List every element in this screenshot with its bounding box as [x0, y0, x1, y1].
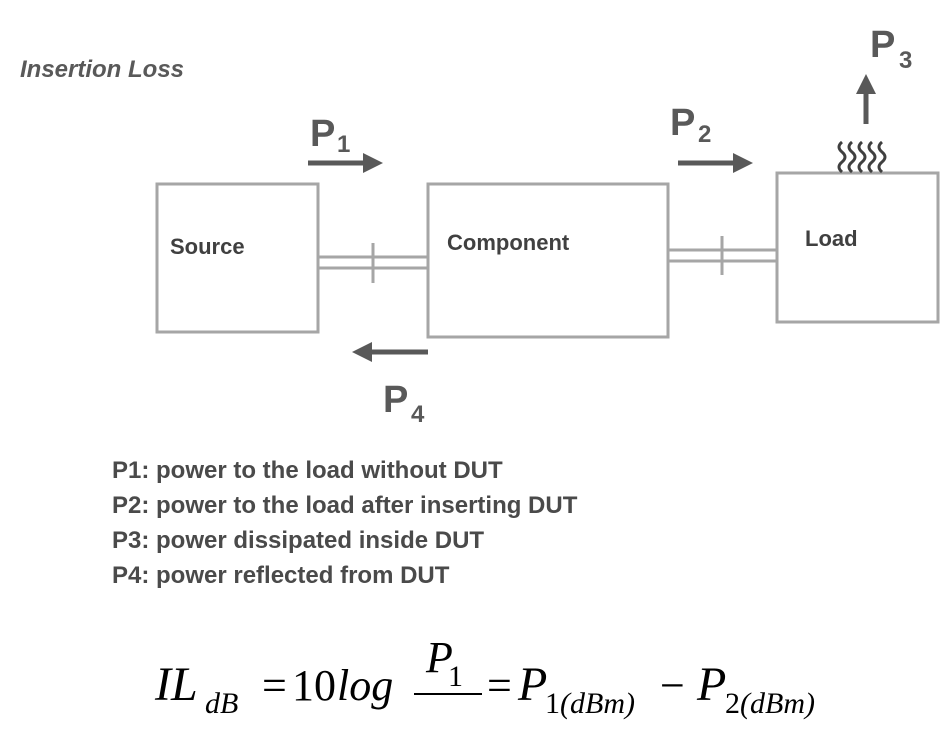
p3-power-flow: P 3	[837, 24, 912, 174]
p1-power-flow: P 1	[308, 113, 383, 173]
eq-equals-1: =	[262, 661, 287, 710]
eq-lhs: IL	[154, 658, 198, 711]
eq-term2: P	[696, 658, 726, 711]
definitions-list: P1: power to the load without DUT P2: po…	[112, 457, 578, 589]
heat-waves-icon	[837, 140, 887, 174]
load-block: Load	[775, 171, 940, 324]
eq-log: log	[337, 661, 393, 710]
transmission-line-right	[668, 236, 777, 275]
eq-term2-subscript-unit: (dBm)	[740, 687, 815, 720]
insertion-loss-equation: IL dB = 10 log P 1 = P 1 (dBm) − P 2 (dB…	[154, 633, 815, 720]
p3-subscript: 3	[899, 47, 912, 74]
p2-subscript: 2	[698, 121, 711, 148]
source-label: Source	[170, 234, 245, 259]
eq-term1-subscript-number: 1	[545, 687, 560, 720]
diagram-title: Insertion Loss	[20, 56, 184, 83]
p2-letter: P	[670, 102, 695, 144]
definition-p2: P2: power to the load after inserting DU…	[112, 492, 578, 519]
definition-p3: P3: power dissipated inside DUT	[112, 527, 484, 554]
load-label: Load	[805, 226, 858, 251]
eq-minus: −	[660, 661, 685, 710]
eq-equals-2: =	[487, 661, 512, 710]
p2-power-flow: P 2	[670, 102, 753, 173]
p1-letter: P	[310, 113, 335, 155]
component-box	[426, 182, 670, 339]
definition-p1: P1: power to the load without DUT	[112, 457, 503, 484]
eq-lhs-subscript: dB	[205, 687, 238, 720]
source-block: Source	[155, 182, 320, 334]
eq-term1-subscript-unit: (dBm)	[560, 687, 635, 720]
eq-term2-subscript-number: 2	[725, 687, 740, 720]
p4-letter: P	[383, 379, 408, 421]
component-label: Component	[447, 230, 570, 255]
p4-power-flow: P 4	[352, 342, 428, 428]
eq-coefficient: 10	[292, 661, 336, 710]
p4-subscript: 4	[411, 401, 425, 428]
transmission-line-left	[318, 243, 428, 283]
eq-numerator-subscript: 1	[448, 660, 463, 693]
p1-subscript: 1	[337, 131, 350, 158]
component-block: Component	[426, 182, 670, 339]
eq-term1: P	[517, 658, 547, 711]
p3-letter: P	[870, 24, 895, 66]
eq-numerator: P	[425, 633, 453, 682]
load-box	[775, 171, 940, 324]
definition-p4: P4: power reflected from DUT	[112, 562, 450, 589]
